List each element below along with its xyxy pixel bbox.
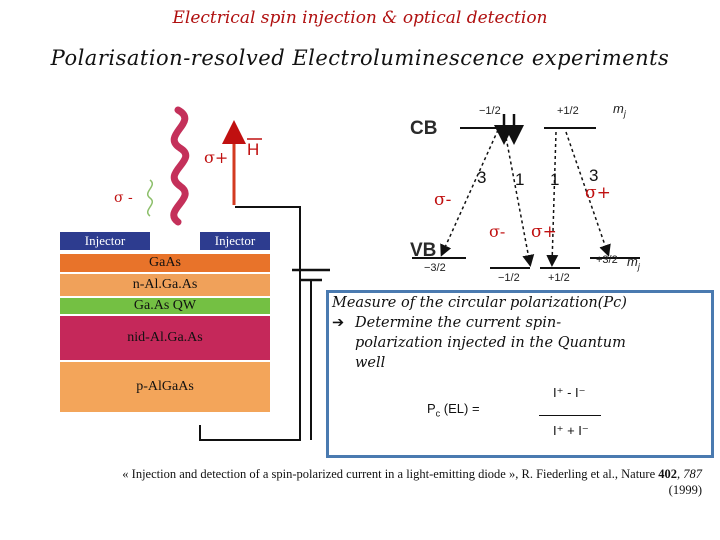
vb-label: VB [410,240,437,261]
layer-gaas: GaAs [60,254,270,272]
cb-minus-label: −1/2 [479,105,501,117]
vb-m32-label: −3/2 [424,262,446,274]
measure-line-4: well [355,355,386,371]
measure-line-1: Measure of the circular polarization(Pc) [332,295,627,311]
weight-1-left: 1 [515,170,525,189]
sigma-minus-outer: σ- [434,190,452,210]
weight-1-right: 1 [550,170,560,189]
injector-right: Injector [200,232,270,250]
slide-subtitle: Polarisation-resolved Electroluminescenc… [50,46,670,70]
pc-formula-label: Pc (EL) = [427,401,480,419]
measure-line-2: Determine the current spin- [355,315,562,331]
measurement-box: Measure of the circular polarization(Pc)… [326,290,714,458]
sigma-minus-inner: σ- [489,222,506,241]
sigma-plus-inner: σ+ [531,222,557,242]
vb-p32-label: +3/2 [596,254,618,266]
layer-n-algaas: n-Al.Ga.As [60,274,270,296]
layer-p-algaas: p-AlGaAs [60,362,270,412]
formula-numerator: I⁺ - I⁻ [553,385,586,400]
fraction-bar [539,415,601,416]
transition-arrow [440,129,499,257]
transition-arrow [504,131,535,267]
cb-label: CB [410,118,438,139]
slide-title: Electrical spin injection & optical dete… [172,8,548,28]
mj-label-bottom: mj [627,254,640,272]
sigma-plus-photon-wave [170,106,190,226]
layer-nid-algaas: nid-Al.Ga.As [60,316,270,360]
sigma-plus-outer: σ+ [585,183,611,203]
cb-plus-label: +1/2 [557,105,579,117]
mj-label-top: mj [613,101,626,119]
injector-left: Injector [60,232,150,250]
measure-line-3: polarization injected in the Quantum [355,335,626,351]
field-label: H [247,140,260,159]
sigma-minus-photon-wave [147,179,153,217]
weight-3-left: 3 [477,168,487,187]
formula-denominator: I⁺ + I⁻ [553,423,589,438]
circuit-wire [199,206,301,441]
vb-p12-label: +1/2 [548,272,570,284]
transition-arrow [546,131,559,267]
sigma-minus-label: σ - [114,190,133,206]
weight-3-right: 3 [589,166,599,185]
vb-m12-label: −1/2 [498,272,520,284]
arrow-icon: ➔ [332,315,345,331]
citation: « Injection and detection of a spin-pola… [122,467,702,497]
layer-gaas-qw: Ga.As QW [60,298,270,314]
sigma-plus-label: σ+ [204,148,229,167]
